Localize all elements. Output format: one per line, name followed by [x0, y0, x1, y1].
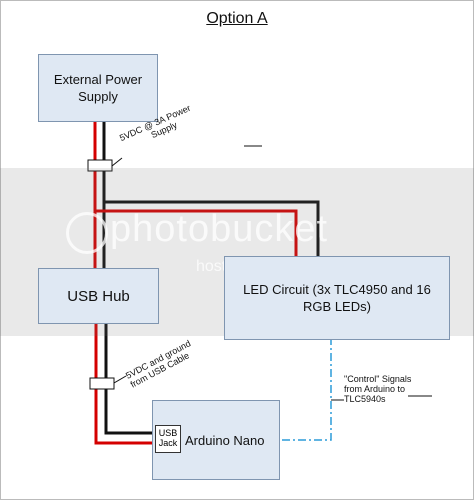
led-wire-ground — [104, 200, 320, 256]
control-signal-label-line1: "Control" Signals — [344, 374, 412, 384]
diagram-title: Option A — [206, 10, 268, 27]
led-circuit-label-line1: LED Circuit (3x TLC4950 and 16 — [243, 282, 431, 297]
arduino-nano-label: Arduino Nano — [185, 432, 265, 448]
external-power-supply-box: External Power Supply — [38, 54, 158, 122]
led-wire-positive — [95, 209, 298, 256]
control-signal-label: "Control" Signals from Arduino to TLC594… — [344, 374, 411, 404]
power-label-leader — [111, 157, 123, 167]
led-circuit-label-line2: RGB LEDs) — [303, 299, 371, 314]
led-circuit-box: LED Circuit (3x TLC4950 and 16 RGB LEDs) — [224, 256, 450, 340]
usb-jack-label-line1: USB — [158, 428, 178, 438]
usb-jack-label-line2: Jack — [158, 438, 178, 448]
usb-hub-label: USB Hub — [67, 287, 130, 305]
usb-wire-ground — [104, 324, 155, 435]
power-supply-label: External Power Supply — [53, 72, 143, 104]
control-signal-line — [282, 340, 332, 441]
control-signal-label-line3: TLC5940s — [344, 394, 386, 404]
usb-wire-positive — [94, 324, 155, 445]
usb-cable-connector — [89, 377, 115, 390]
photobucket-logo-icon — [66, 212, 108, 254]
control-signal-label-line2: from Arduino to — [344, 384, 406, 394]
usb-hub-box: USB Hub — [38, 268, 159, 324]
watermark-brand: photobucket — [110, 208, 329, 250]
usb-label-leader — [113, 375, 127, 384]
usb-jack: USB Jack — [155, 425, 181, 453]
